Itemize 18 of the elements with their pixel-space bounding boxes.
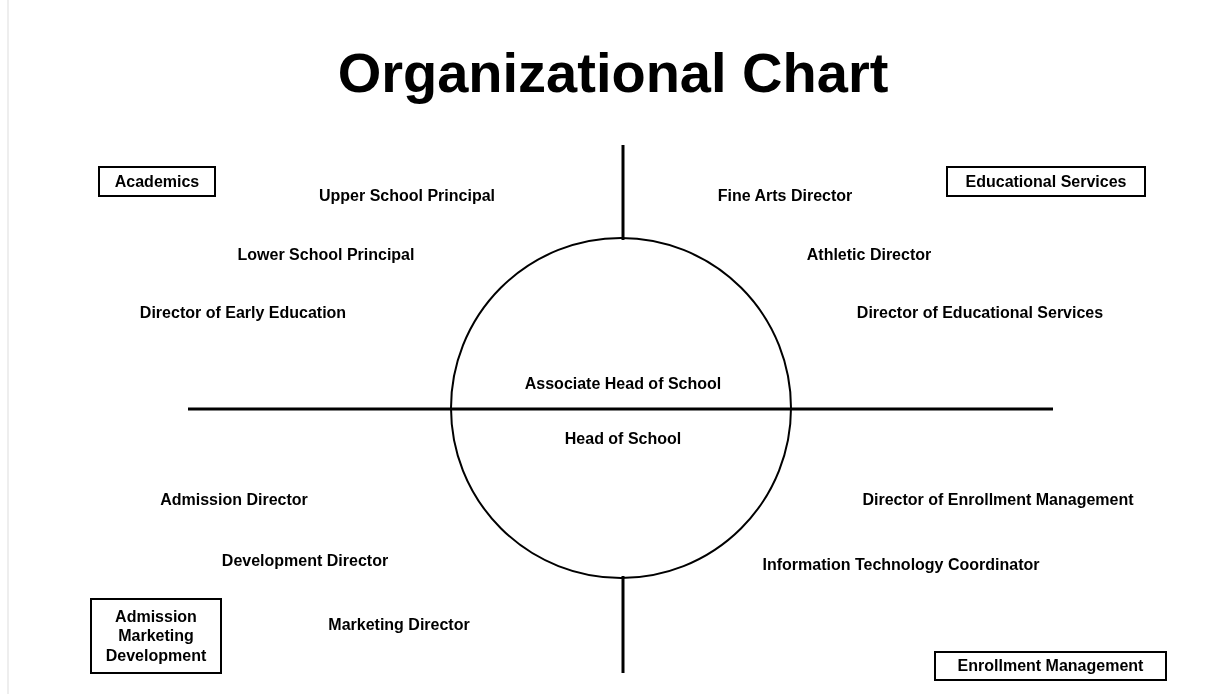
role-label: Upper School Principal <box>319 187 495 205</box>
role-label: Lower School Principal <box>237 246 415 264</box>
group-box: Admission Marketing Development <box>90 598 222 674</box>
chart-title: Organizational Chart <box>336 40 890 105</box>
role-label: Admission Director <box>160 491 308 509</box>
role-label: Development Director <box>221 552 389 570</box>
role-label: Athletic Director <box>806 246 932 264</box>
group-box: Educational Services <box>946 166 1146 197</box>
role-label: Director of Educational Services <box>856 304 1104 322</box>
role-label: Director of Early Education <box>139 304 347 322</box>
role-label: Information Technology Coordinator <box>762 556 1040 574</box>
group-box: Enrollment Management <box>934 651 1167 681</box>
group-box: Academics <box>98 166 216 197</box>
role-label: Marketing Director <box>328 616 470 634</box>
role-label: Fine Arts Director <box>717 187 853 205</box>
role-label: Director of Enrollment Management <box>862 491 1134 509</box>
role-label: Head of School <box>564 430 682 448</box>
role-label: Associate Head of School <box>524 375 722 393</box>
